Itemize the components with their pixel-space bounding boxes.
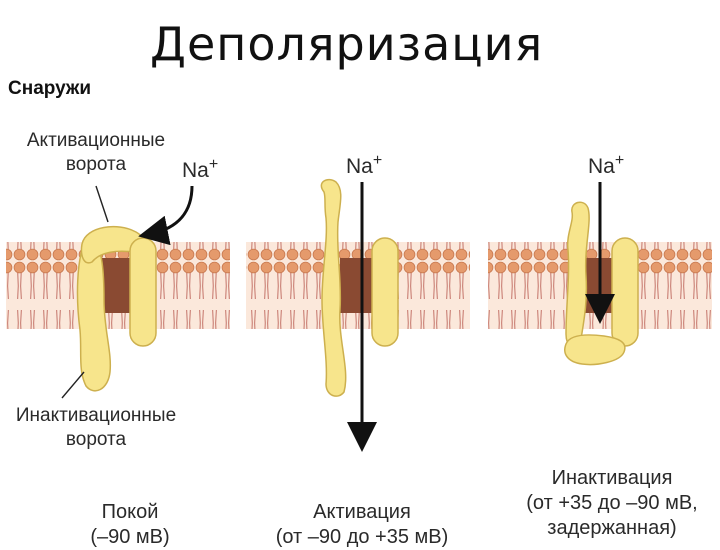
na-ion-label-activation: Na+ xyxy=(346,152,382,179)
state-name: Покой xyxy=(101,501,159,523)
outside-label: Снаружи xyxy=(8,78,92,99)
state-name: Активация xyxy=(313,501,411,523)
inactivation-gate-pointer xyxy=(61,371,85,399)
na-symbol: Na xyxy=(588,155,615,178)
state-detail: (от –90 до +35 мВ) xyxy=(275,526,449,548)
na-symbol: Na xyxy=(182,159,209,182)
na-charge: + xyxy=(208,156,219,173)
inactivation-gate-label: Инактивационные ворота xyxy=(4,404,188,452)
state-detail: (от +35 до –90 мВ, xyxy=(526,492,698,514)
state-name: Инактивация xyxy=(551,467,673,489)
title-text: Деполяризация xyxy=(150,17,544,71)
na-charge: + xyxy=(372,152,383,169)
activation-gate-open xyxy=(320,178,347,397)
channel-wall-inactivation xyxy=(611,237,639,347)
slide-title: Деполяризация xyxy=(150,14,570,74)
inactivation-gate-label-line2: ворота xyxy=(65,429,127,450)
na-curved-arrow xyxy=(138,185,194,246)
na-ion-label-rest: Na+ xyxy=(182,156,218,183)
na-symbol: Na xyxy=(346,155,373,178)
channel-wall-rest xyxy=(129,237,157,347)
na-ion-label-inactivation: Na+ xyxy=(588,152,624,179)
state-detail-continued: задержанная) xyxy=(547,517,677,539)
state-detail: (–90 мВ) xyxy=(90,526,170,548)
state-caption-activation: Активация (от –90 до +35 мВ) xyxy=(262,500,462,550)
activation-gate-label-line2: ворота xyxy=(65,154,127,175)
state-caption-inactivation: Инактивация (от +35 до –90 мВ, задержанн… xyxy=(514,466,710,541)
activation-gate-pointer xyxy=(95,185,109,223)
na-charge: + xyxy=(614,152,625,169)
state-caption-rest: Покой (–90 мВ) xyxy=(60,500,200,550)
channel-wall-activation xyxy=(371,237,399,347)
inactivation-gate-label-line1: Инактивационные xyxy=(15,405,177,426)
activation-gate-label: Активационные ворота xyxy=(16,129,176,177)
inactivation-gate-closed xyxy=(564,334,626,366)
activation-gate-label-line1: Активационные xyxy=(26,130,166,151)
inactivation-gate-rest xyxy=(76,237,112,392)
